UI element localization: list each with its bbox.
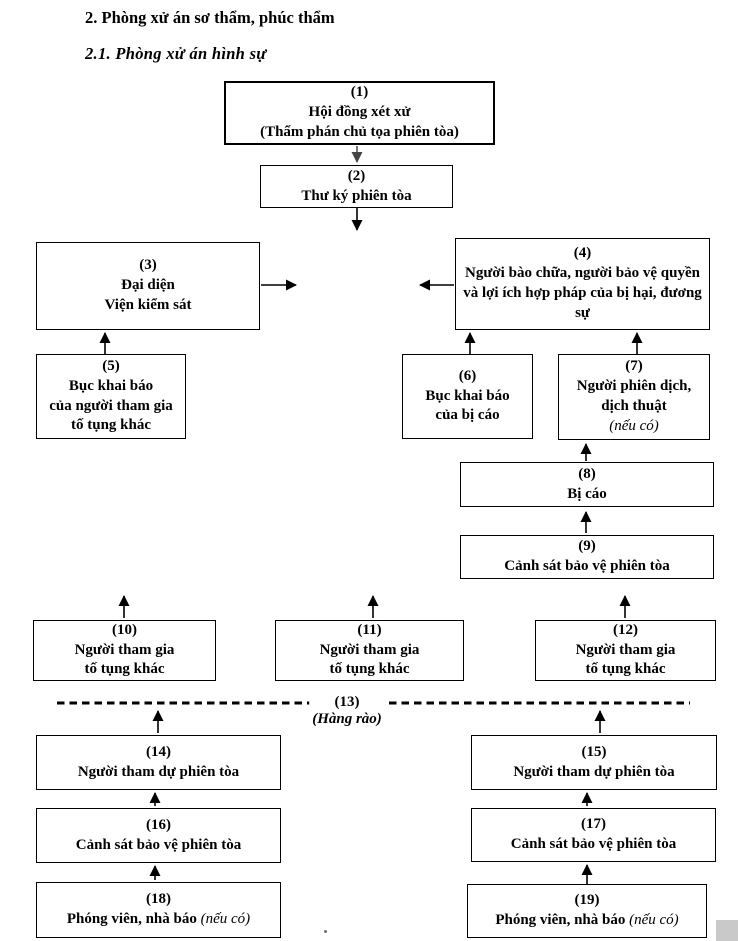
box-line: (Thẩm phán chủ tọa phiên tòa): [260, 123, 459, 140]
box-5-buc-khai-bao-khac: (5) Bục khai báo của người tham gia tố t…: [36, 354, 186, 439]
box-line-text: Phóng viên, nhà báo: [495, 912, 626, 928]
box-line: Người tham dự phiên tòa: [513, 763, 675, 780]
box-number: (18): [146, 891, 171, 908]
fence-number: (13): [334, 694, 360, 710]
box-number: (4): [573, 245, 592, 262]
box-number: (10): [112, 621, 137, 638]
box-number: (7): [625, 358, 643, 375]
box-line: Người tham gia: [319, 641, 420, 658]
box-number: (3): [139, 257, 157, 274]
box-line: Cảnh sát bảo vệ phiên tòa: [504, 558, 670, 574]
box-line: Người tham dự phiên tòa: [77, 763, 240, 780]
box-line: Người tham gia: [575, 641, 676, 658]
box-number: (2): [347, 167, 366, 184]
box-line: Phóng viên, nhà báo (nếu có): [495, 911, 678, 931]
box-4-nguoi-bao-chua: (4) Người bào chữa, người bảo vệ quyền v…: [455, 238, 710, 330]
box-number: (1): [350, 84, 369, 101]
fence-name: (Hàng rào): [312, 711, 382, 728]
box-3-vien-kiem-sat: (3) Đại diện Viện kiểm sát: [36, 242, 260, 330]
box-16-canh-sat: (16) Cảnh sát bảo vệ phiên tòa: [36, 808, 281, 863]
page-title: 2. Phòng xử án sơ thẩm, phúc thẩm: [85, 8, 335, 27]
box-15-nguoi-tham-du: (15) Người tham dự phiên tòa: [471, 735, 717, 790]
box-line: Hội đồng xét xử: [308, 104, 411, 121]
box-line: tố tụng khác: [329, 661, 410, 678]
box-line: của bị cáo: [435, 407, 500, 424]
box-line: Đại diện: [121, 277, 175, 294]
box-19-phong-vien: (19) Phóng viên, nhà báo (nếu có): [467, 884, 707, 938]
box-line-text: Phóng viên, nhà báo: [66, 911, 197, 927]
box-line: Thư ký phiên tòa: [301, 187, 412, 204]
box-8-bi-cao: (8) Bị cáo: [460, 462, 714, 507]
box-line: Bục khai báo: [68, 377, 154, 394]
box-line: Phóng viên, nhà báo (nếu có): [67, 910, 250, 930]
box-9-canh-sat: (9) Cảnh sát bảo vệ phiên tòa: [460, 535, 714, 579]
box-line: tố tụng khác: [585, 661, 666, 678]
box-12-nguoi-tham-gia: (12) Người tham gia tố tụng khác: [535, 620, 716, 681]
box-note: (nếu có): [629, 912, 679, 928]
box-number: (11): [357, 621, 382, 638]
box-11-nguoi-tham-gia: (11) Người tham gia tố tụng khác: [275, 620, 464, 681]
box-line: Cảnh sát bảo vệ phiên tòa: [75, 836, 242, 853]
box-line: Người bào chữa, người bảo vệ quyền và lợ…: [463, 265, 702, 321]
box-line: Cảnh sát bảo vệ phiên tòa: [510, 836, 677, 852]
box-line: Người tham gia: [74, 641, 175, 658]
corner-gray-artifact: [716, 920, 738, 941]
box-1-hoi-dong-xet-xu: (1) Hội đồng xét xử (Thẩm phán chủ tọa p…: [224, 81, 495, 145]
box-line: Bục khai báo: [425, 387, 510, 404]
box-note: (nếu có): [609, 417, 659, 434]
box-number: (6): [458, 367, 477, 384]
fence-label-13: (13) (Hàng rào): [309, 694, 385, 729]
box-line: Viện kiểm sát: [104, 296, 192, 313]
box-line: Bị cáo: [567, 485, 607, 502]
box-14-nguoi-tham-du: (14) Người tham dự phiên tòa: [36, 735, 281, 790]
box-number: (15): [581, 743, 607, 760]
box-line: dịch thuật: [601, 398, 667, 414]
box-17-canh-sat: (17) Cảnh sát bảo vệ phiên tòa: [471, 808, 716, 862]
box-10-nguoi-tham-gia: (10) Người tham gia tố tụng khác: [33, 620, 216, 681]
box-line: tố tụng khác: [84, 661, 165, 678]
box-18-phong-vien: (18) Phóng viên, nhà báo (nếu có): [36, 882, 281, 938]
box-7-nguoi-phien-dich: (7) Người phiên dịch, dịch thuật (nếu có…: [558, 354, 710, 440]
box-line: Người phiên dịch,: [576, 378, 692, 395]
box-number: (17): [581, 816, 606, 833]
box-line: của người tham gia: [49, 397, 173, 414]
box-6-buc-khai-bao-bi-cao: (6) Bục khai báo của bị cáo: [402, 354, 533, 439]
box-number: (9): [578, 538, 596, 555]
box-number: (12): [613, 621, 638, 638]
page-subtitle: 2.1. Phòng xử án hình sự: [85, 44, 267, 63]
box-number: (8): [578, 465, 596, 482]
stray-dot-artifact: [324, 930, 327, 933]
box-number: (16): [146, 816, 171, 833]
box-number: (14): [146, 743, 171, 760]
box-2-thu-ky: (2) Thư ký phiên tòa: [260, 165, 453, 208]
box-number: (19): [574, 892, 600, 909]
box-line: tố tụng khác: [70, 417, 152, 434]
box-note: (nếu có): [200, 911, 251, 927]
box-number: (5): [102, 357, 120, 374]
